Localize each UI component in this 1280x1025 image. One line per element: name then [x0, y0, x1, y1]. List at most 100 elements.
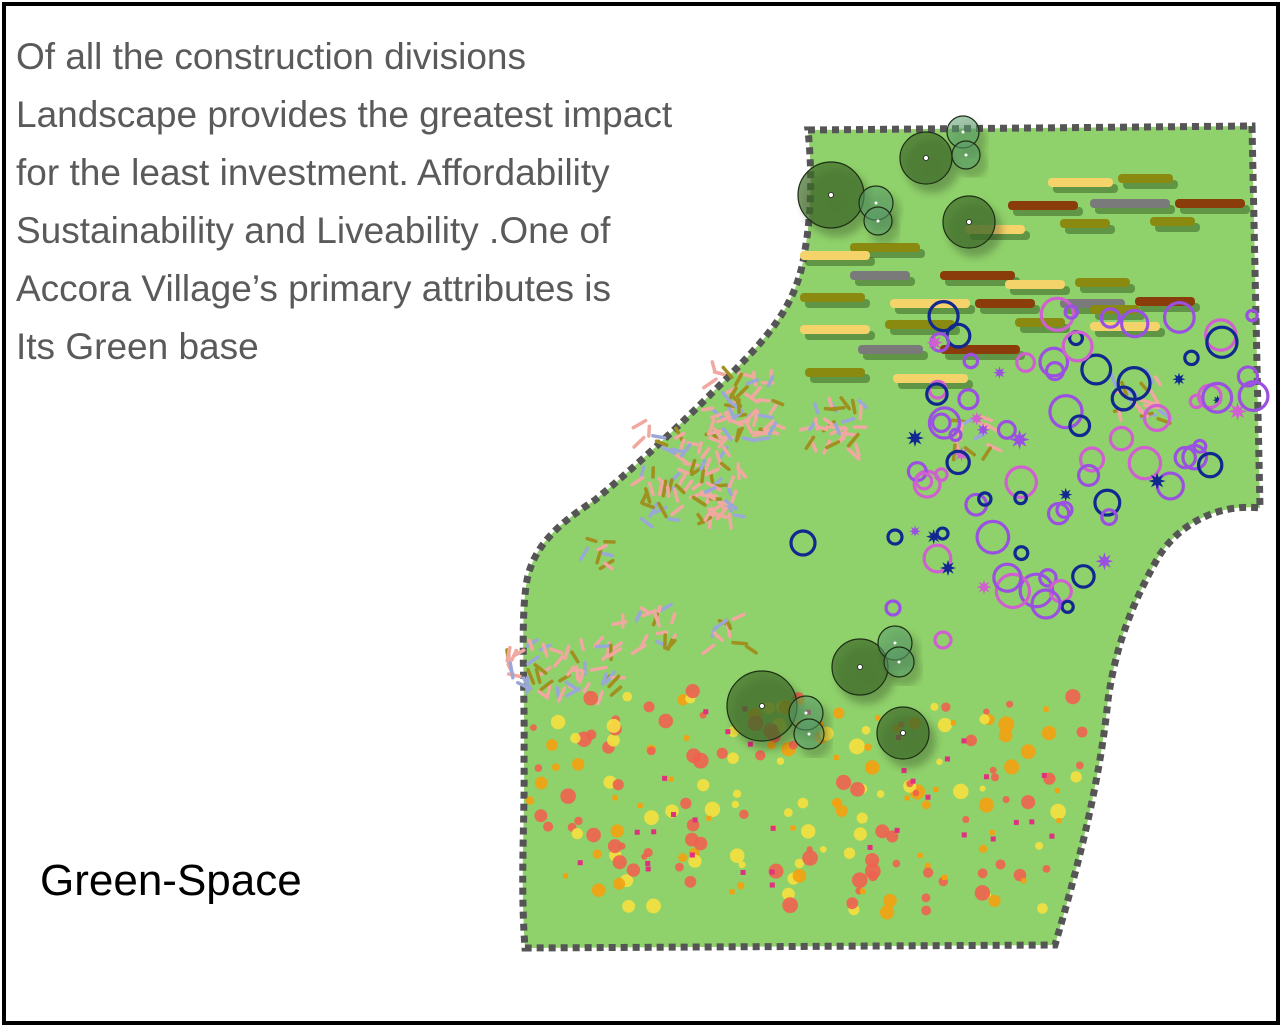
- flower: [861, 725, 871, 735]
- hedge-row: [850, 271, 910, 280]
- shrub: [1038, 568, 1058, 588]
- grass-blade: [721, 427, 733, 442]
- shrub: [1127, 445, 1163, 481]
- shrub-spiky: [940, 560, 956, 576]
- grass-blade: [846, 432, 860, 448]
- shrub: [927, 300, 960, 333]
- hedge-row: [800, 251, 870, 260]
- tree-trunk-marker: [876, 219, 880, 223]
- flower-accent: [769, 882, 775, 888]
- flower: [995, 859, 1006, 870]
- flower: [998, 716, 1015, 733]
- grass-blade: [570, 650, 580, 664]
- shrub: [1099, 307, 1122, 329]
- flower: [782, 887, 795, 901]
- grass-blade: [744, 644, 758, 655]
- grass-blade: [731, 612, 746, 622]
- flower: [892, 859, 901, 868]
- flower-accent: [818, 721, 824, 727]
- grass-blade: [840, 431, 859, 437]
- shrub: [1030, 588, 1062, 620]
- grass-blade: [607, 674, 621, 689]
- tree-trunk-marker: [807, 732, 811, 736]
- shrub: [1110, 385, 1137, 412]
- grass-blade: [680, 442, 692, 458]
- grass-blade: [670, 611, 677, 625]
- shrub: [931, 412, 952, 434]
- tree-trunk-marker: [897, 660, 901, 664]
- flower: [979, 785, 986, 792]
- grass-blade: [713, 483, 728, 488]
- grass-blade: [752, 409, 760, 427]
- flower-accent: [703, 709, 709, 715]
- flower: [792, 869, 807, 883]
- shrub: [1071, 564, 1096, 589]
- grass-blade: [691, 495, 707, 507]
- shrub: [996, 419, 1017, 440]
- grass-blade: [986, 442, 1003, 453]
- flower: [675, 862, 684, 872]
- grass-blade: [710, 412, 723, 420]
- tree-trunk-marker: [857, 664, 863, 670]
- grass-blade: [1139, 398, 1158, 406]
- grass-blade: [745, 378, 760, 386]
- grass-blade: [526, 668, 536, 685]
- flower: [886, 830, 899, 843]
- flower: [686, 748, 701, 764]
- flower: [658, 713, 674, 729]
- flower: [607, 733, 620, 747]
- flower: [983, 708, 990, 715]
- grass-blade: [731, 640, 749, 646]
- flower: [788, 740, 798, 750]
- flower: [643, 701, 655, 713]
- flower-accent: [990, 836, 996, 842]
- grass-blade: [549, 647, 564, 655]
- grass-blade: [712, 631, 725, 642]
- grass-blade: [704, 467, 720, 477]
- grass-blade: [757, 398, 771, 403]
- grass-blade: [700, 447, 711, 460]
- hedge-row: [940, 271, 1015, 280]
- grass-blade: [824, 440, 841, 450]
- grass-blade: [600, 672, 609, 687]
- shrub: [1013, 545, 1030, 562]
- grass-blade: [655, 630, 669, 636]
- description-line: for the least investment. Affordability: [16, 152, 610, 193]
- grass-blade: [689, 458, 697, 474]
- flower: [883, 893, 897, 908]
- flower: [1042, 865, 1051, 873]
- flower: [543, 821, 554, 832]
- grass-blade: [702, 457, 712, 475]
- flower-accent: [1043, 706, 1049, 712]
- grass-blade: [634, 610, 643, 623]
- grass-blade: [678, 473, 687, 486]
- plan-label: Green-Space: [40, 856, 302, 905]
- flower: [731, 800, 740, 809]
- flower: [525, 796, 535, 805]
- flower: [685, 832, 699, 847]
- grass-blade: [682, 479, 694, 494]
- hedge-row: [1075, 278, 1130, 287]
- flower: [876, 790, 885, 798]
- flower: [843, 847, 856, 859]
- flower-accent: [1013, 819, 1019, 825]
- grass-blade: [840, 417, 856, 424]
- grass-blade: [1117, 408, 1123, 423]
- shrub: [1183, 349, 1200, 367]
- grass-blade: [630, 475, 645, 487]
- flower: [1075, 761, 1084, 770]
- flower: [530, 724, 537, 731]
- grass-blade: [648, 502, 659, 519]
- grass-blade: [732, 513, 746, 519]
- grass-blade: [604, 670, 617, 685]
- grass-blade: [611, 619, 628, 627]
- flower: [848, 738, 865, 755]
- grass-blade: [798, 426, 812, 432]
- flower: [974, 885, 991, 901]
- grass-blade: [762, 419, 775, 431]
- shrub-cluster-group: [789, 296, 1270, 650]
- grass-blade: [677, 467, 690, 475]
- grass-blade: [1139, 381, 1150, 393]
- shrub: [1173, 445, 1197, 470]
- grass-blade: [653, 611, 661, 628]
